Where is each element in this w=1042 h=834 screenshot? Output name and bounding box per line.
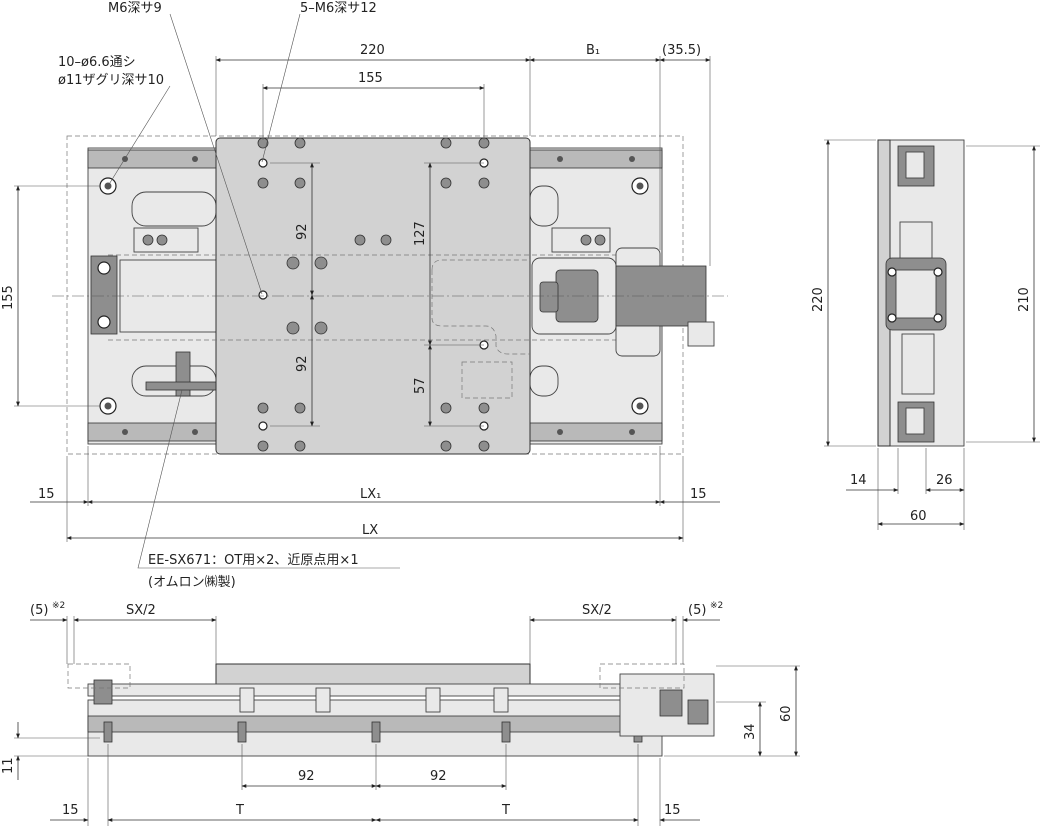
dim-side-14: 14	[850, 473, 867, 488]
left-slot-upper	[131, 191, 217, 227]
plate-hidden-profile	[431, 259, 530, 355]
dim-front-t-left: T	[235, 803, 244, 818]
callout-through-holes-1: 10–ø6.6通シ	[58, 55, 136, 70]
dim-side-60: 60	[910, 509, 927, 524]
side-view: 220 210 14 26 60	[811, 139, 1040, 530]
dim-lx: LX	[362, 523, 378, 538]
left-slot-lower	[131, 365, 217, 397]
dim-127: 127	[413, 221, 428, 246]
dim-top-b1: B₁	[586, 43, 600, 58]
dim-side-220: 220	[811, 287, 826, 312]
callout-m6-depth9: M6深サ9	[108, 1, 162, 16]
callout-m6x5-depth12: 5–M6深サ12	[300, 1, 377, 16]
front-view: (5) ※2 SX/2 SX/2 (5) ※2 60 34 11 92 92 1…	[1, 601, 800, 826]
dim-15-left: 15	[38, 487, 55, 502]
note-right: ※2	[710, 601, 723, 611]
motor-connector	[687, 321, 715, 347]
dim-left-155: 155	[1, 285, 16, 310]
dim-front-92-b: 92	[430, 769, 447, 784]
callout-through-holes-2: ø11ザグリ深サ10	[58, 73, 164, 88]
dim-92-upper: 92	[295, 223, 310, 240]
dim-top-35-5: (35.5)	[662, 43, 701, 58]
dim-front-sx2-right: SX/2	[582, 603, 612, 618]
right-slot-upper	[529, 185, 559, 227]
dim-front-5-left: (5)	[30, 603, 48, 618]
dim-front-t-right: T	[501, 803, 510, 818]
dim-front-92-a: 92	[298, 769, 315, 784]
dim-side-210: 210	[1017, 287, 1032, 312]
dim-front-15-left: 15	[62, 803, 79, 818]
top-view: M6深サ9 5–M6深サ12 10–ø6.6通シ ø11ザグリ深サ10 220 …	[1, 1, 728, 590]
right-slot-lower	[529, 365, 559, 397]
dim-front-11: 11	[1, 757, 16, 774]
motor-body	[615, 265, 707, 327]
dim-57: 57	[413, 377, 428, 394]
dim-92-lower: 92	[295, 355, 310, 372]
callout-sensor-2: (オムロン㈱製)	[148, 575, 236, 590]
callout-sensor-1: EE-SX671：OT用×2、近原点用×1	[148, 553, 359, 568]
dim-top-220: 220	[360, 43, 385, 58]
dim-front-15-right: 15	[664, 803, 681, 818]
dim-front-60: 60	[779, 705, 794, 722]
front-left-block	[93, 679, 113, 705]
dim-front-sx2-left: SX/2	[126, 603, 156, 618]
note-left: ※2	[52, 601, 65, 611]
dim-side-26: 26	[936, 473, 953, 488]
dim-front-5-right: (5)	[688, 603, 706, 618]
dim-top-155: 155	[358, 71, 383, 86]
dim-lx1: LX₁	[360, 487, 381, 502]
sensor-strip	[145, 381, 217, 391]
dim-15-right: 15	[690, 487, 707, 502]
dim-front-34: 34	[743, 723, 758, 740]
